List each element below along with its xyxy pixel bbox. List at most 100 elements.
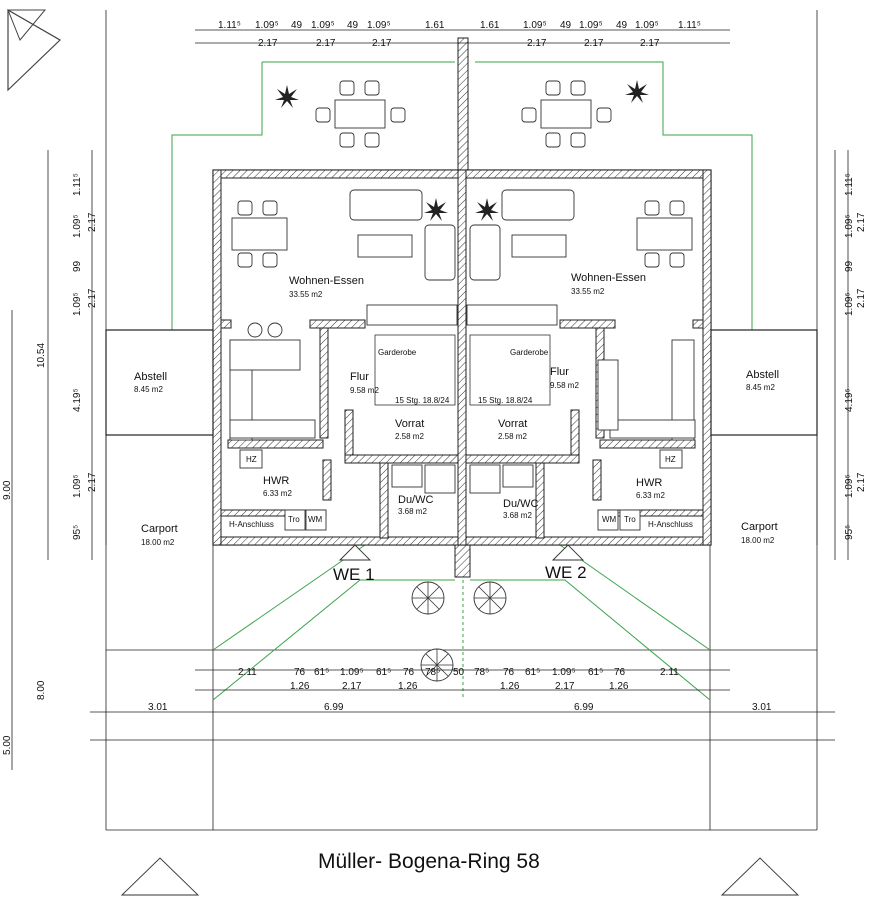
garden-boundary (171, 61, 753, 701)
svg-text:99: 99 (72, 260, 83, 272)
svg-text:4.19⁵: 4.19⁵ (72, 388, 83, 412)
svg-text:Tro: Tro (624, 515, 636, 524)
svg-text:2.17: 2.17 (87, 212, 98, 232)
svg-text:61⁵: 61⁵ (376, 667, 391, 678)
svg-text:78⁵: 78⁵ (425, 667, 440, 678)
svg-text:H-Anschluss: H-Anschluss (648, 520, 693, 529)
drawing-caption: Müller- Bogena-Ring 58 (318, 850, 540, 873)
svg-text:WM: WM (308, 515, 323, 524)
svg-text:2.17: 2.17 (87, 288, 98, 308)
unit-1-rooms: Wohnen-Essen 33.55 m2 Flur 9.58 m2 Vorra… (134, 275, 450, 584)
room-name: Wohnen-Essen (289, 275, 364, 287)
svg-text:1.09⁵: 1.09⁵ (311, 20, 335, 31)
svg-text:2.17: 2.17 (584, 38, 604, 49)
svg-text:1.09⁵: 1.09⁵ (552, 667, 576, 678)
svg-text:1.26: 1.26 (609, 681, 629, 692)
svg-text:1.09⁵: 1.09⁵ (72, 474, 83, 498)
svg-text:1.09⁵: 1.09⁵ (844, 214, 855, 238)
svg-text:HWR: HWR (263, 475, 289, 487)
dimension-lines (11, 29, 849, 770)
svg-text:Vorrat: Vorrat (395, 418, 424, 430)
svg-text:1.26: 1.26 (290, 681, 310, 692)
svg-text:6.33 m2: 6.33 m2 (263, 489, 292, 498)
svg-text:9.58 m2: 9.58 m2 (350, 386, 379, 395)
svg-text:8.45 m2: 8.45 m2 (746, 383, 775, 392)
entrance-label: WE 1 (333, 565, 375, 584)
svg-text:Flur: Flur (350, 371, 369, 383)
bottom-dimensions: 2.11 76 61⁵ 1.09⁵ 61⁵ 76 78⁵ 50 78⁵ 76 6… (148, 667, 772, 713)
plant-icon (625, 80, 649, 103)
svg-text:15 Stg. 18.8/24: 15 Stg. 18.8/24 (395, 396, 450, 405)
svg-text:4.19⁵: 4.19⁵ (844, 388, 855, 412)
svg-text:95⁵: 95⁵ (844, 525, 855, 540)
svg-text:18.00 m2: 18.00 m2 (741, 536, 775, 545)
left-dimensions: 1.11⁵ 1.09⁵ 2.17 99 1.09⁵ 2.17 4.19⁵ 1.0… (2, 173, 98, 755)
svg-text:6.99: 6.99 (574, 702, 594, 713)
svg-text:Garderobe: Garderobe (378, 348, 417, 357)
svg-text:18.00 m2: 18.00 m2 (141, 538, 175, 547)
svg-text:61⁵: 61⁵ (525, 667, 540, 678)
svg-text:HWR: HWR (636, 477, 662, 489)
svg-text:1.09⁵: 1.09⁵ (340, 667, 364, 678)
svg-text:95⁵: 95⁵ (72, 525, 83, 540)
svg-text:Tro: Tro (288, 515, 300, 524)
svg-text:Garderobe: Garderobe (510, 348, 549, 357)
svg-text:10.54: 10.54 (36, 343, 47, 368)
svg-text:6.99: 6.99 (324, 702, 344, 713)
entrance-arrow-icon (551, 544, 585, 561)
svg-text:2.17: 2.17 (856, 472, 867, 492)
svg-text:99: 99 (844, 260, 855, 272)
svg-text:Carport: Carport (741, 521, 778, 533)
svg-text:5.00: 5.00 (2, 735, 13, 755)
svg-text:1.09⁵: 1.09⁵ (367, 20, 391, 31)
tree-icon (473, 581, 507, 615)
svg-text:2.17: 2.17 (640, 38, 660, 49)
svg-text:1.09⁵: 1.09⁵ (844, 474, 855, 498)
entrance-arrow-icon (338, 544, 372, 561)
svg-text:3.01: 3.01 (148, 702, 168, 713)
svg-text:1.11⁵: 1.11⁵ (844, 173, 855, 196)
building (212, 169, 712, 546)
svg-text:2.17: 2.17 (258, 38, 278, 49)
svg-text:78⁵: 78⁵ (474, 667, 489, 678)
svg-text:HZ: HZ (665, 455, 676, 464)
unit-2-rooms: Wohnen-Essen 33.55 m2 Flur 9.58 m2 Vorra… (478, 272, 779, 582)
svg-text:49: 49 (616, 20, 628, 31)
svg-text:Vorrat: Vorrat (498, 418, 527, 430)
svg-text:2.17: 2.17 (856, 212, 867, 232)
svg-text:2.17: 2.17 (555, 681, 575, 692)
svg-text:2.11: 2.11 (660, 667, 679, 678)
party-wall-garden (457, 37, 469, 171)
tree-icon (411, 581, 445, 615)
svg-text:1.61: 1.61 (480, 20, 500, 31)
svg-text:1.09⁵: 1.09⁵ (72, 214, 83, 238)
svg-text:Du/WC: Du/WC (398, 494, 434, 506)
section-marker-icon (720, 857, 800, 896)
svg-text:76: 76 (614, 667, 626, 678)
svg-text:1.09⁵: 1.09⁵ (635, 20, 659, 31)
plant-icon (275, 85, 299, 108)
abstell-left-outline (105, 329, 214, 436)
svg-text:50: 50 (453, 667, 465, 678)
svg-text:1.09⁵: 1.09⁵ (844, 292, 855, 316)
svg-text:76: 76 (403, 667, 415, 678)
svg-text:2.17: 2.17 (316, 38, 336, 49)
svg-text:3.01: 3.01 (752, 702, 772, 713)
svg-text:Wohnen-Essen: Wohnen-Essen (571, 272, 646, 284)
svg-text:2.11: 2.11 (238, 667, 257, 678)
svg-text:Carport: Carport (141, 523, 178, 535)
svg-text:9.58 m2: 9.58 m2 (550, 381, 579, 390)
svg-text:3.68 m2: 3.68 m2 (503, 511, 532, 520)
svg-text:2.58 m2: 2.58 m2 (498, 432, 527, 441)
svg-text:HZ: HZ (246, 455, 257, 464)
svg-text:1.11⁵: 1.11⁵ (72, 173, 83, 196)
svg-text:1.61: 1.61 (425, 20, 445, 31)
svg-text:1.09⁵: 1.09⁵ (255, 20, 279, 31)
svg-text:1.11⁵: 1.11⁵ (218, 20, 241, 31)
svg-text:61⁵: 61⁵ (314, 667, 329, 678)
svg-text:1.09⁵: 1.09⁵ (523, 20, 547, 31)
svg-text:3.68 m2: 3.68 m2 (398, 507, 427, 516)
terrace-furniture (315, 80, 612, 148)
svg-text:2.17: 2.17 (372, 38, 392, 49)
